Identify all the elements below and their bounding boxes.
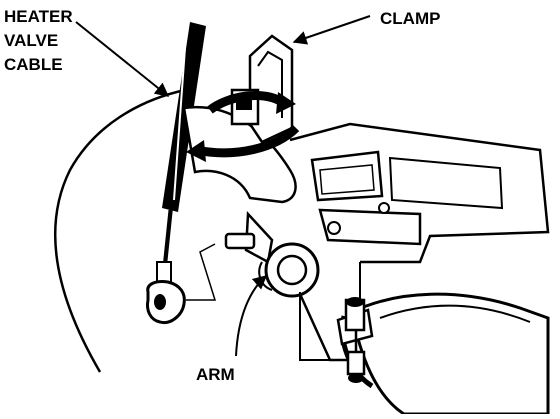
cable-end-eyelet bbox=[146, 261, 186, 325]
clamp-leader bbox=[292, 15, 371, 45]
hose-clamp-screw bbox=[344, 297, 366, 383]
label-valve-line-2: VALVE bbox=[4, 31, 58, 50]
connection-guide bbox=[186, 243, 217, 301]
heater-valve-cable-leader bbox=[75, 21, 170, 97]
label-clamp: CLAMP bbox=[380, 9, 440, 28]
arm-leader bbox=[235, 275, 268, 357]
coolant-hose bbox=[336, 292, 550, 416]
rotation-arrows bbox=[186, 91, 300, 162]
fender-arc bbox=[53, 88, 186, 373]
heater-valve-cable bbox=[162, 22, 206, 269]
label-arm: ARM bbox=[196, 365, 235, 384]
label-heater-line-1: HEATER bbox=[4, 7, 73, 26]
label-cable-line-3: CABLE bbox=[4, 55, 63, 74]
heater-housing bbox=[289, 122, 550, 361]
